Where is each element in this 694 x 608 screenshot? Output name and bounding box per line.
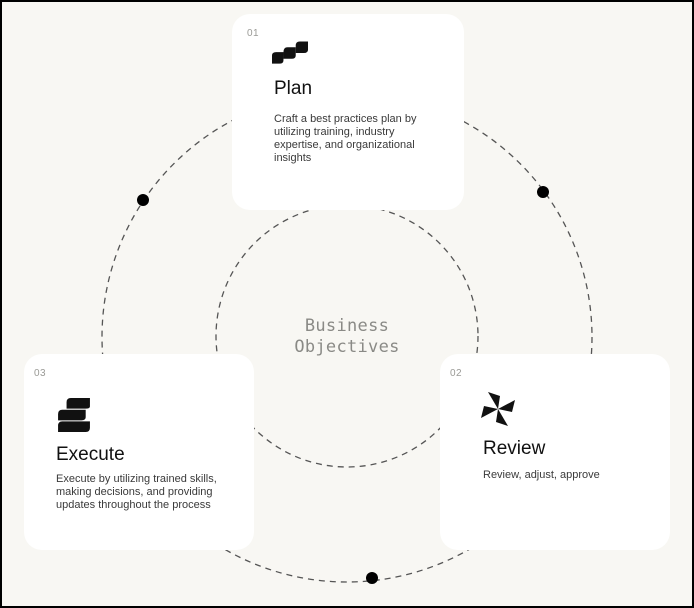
stacked-blocks-icon <box>58 398 90 432</box>
center-label-line2: Objectives <box>294 337 400 357</box>
step-description: Execute by utilizing trained skills, mak… <box>56 473 217 511</box>
step-title: Execute <box>56 444 125 465</box>
center-label-line1: Business <box>304 316 390 336</box>
step-number: 01 <box>247 28 260 39</box>
outer-ring <box>101 91 593 583</box>
step-description: Craft a best practices plan by utilizing… <box>274 113 417 164</box>
step-card-plan: 01 Plan Craft a best practices plan by u… <box>232 14 464 210</box>
step-description: Review, adjust, approve <box>483 469 600 481</box>
step-title: Plan <box>274 78 313 99</box>
step-card-execute: 03 Execute Execute by utilizing trained … <box>24 354 254 550</box>
ring-dot-bottom <box>366 572 378 584</box>
ring-dot-right <box>537 186 549 198</box>
ring-dot-left <box>137 194 149 206</box>
step-card-review: 02 Review Review, adjust, approve <box>440 354 670 550</box>
pinwheel-icon <box>481 392 515 426</box>
step-title: Review <box>483 438 546 459</box>
stairs-icon <box>272 41 308 64</box>
step-number: 03 <box>34 368 47 379</box>
center-label: Business Objectives <box>247 316 447 358</box>
step-number: 02 <box>450 368 463 379</box>
